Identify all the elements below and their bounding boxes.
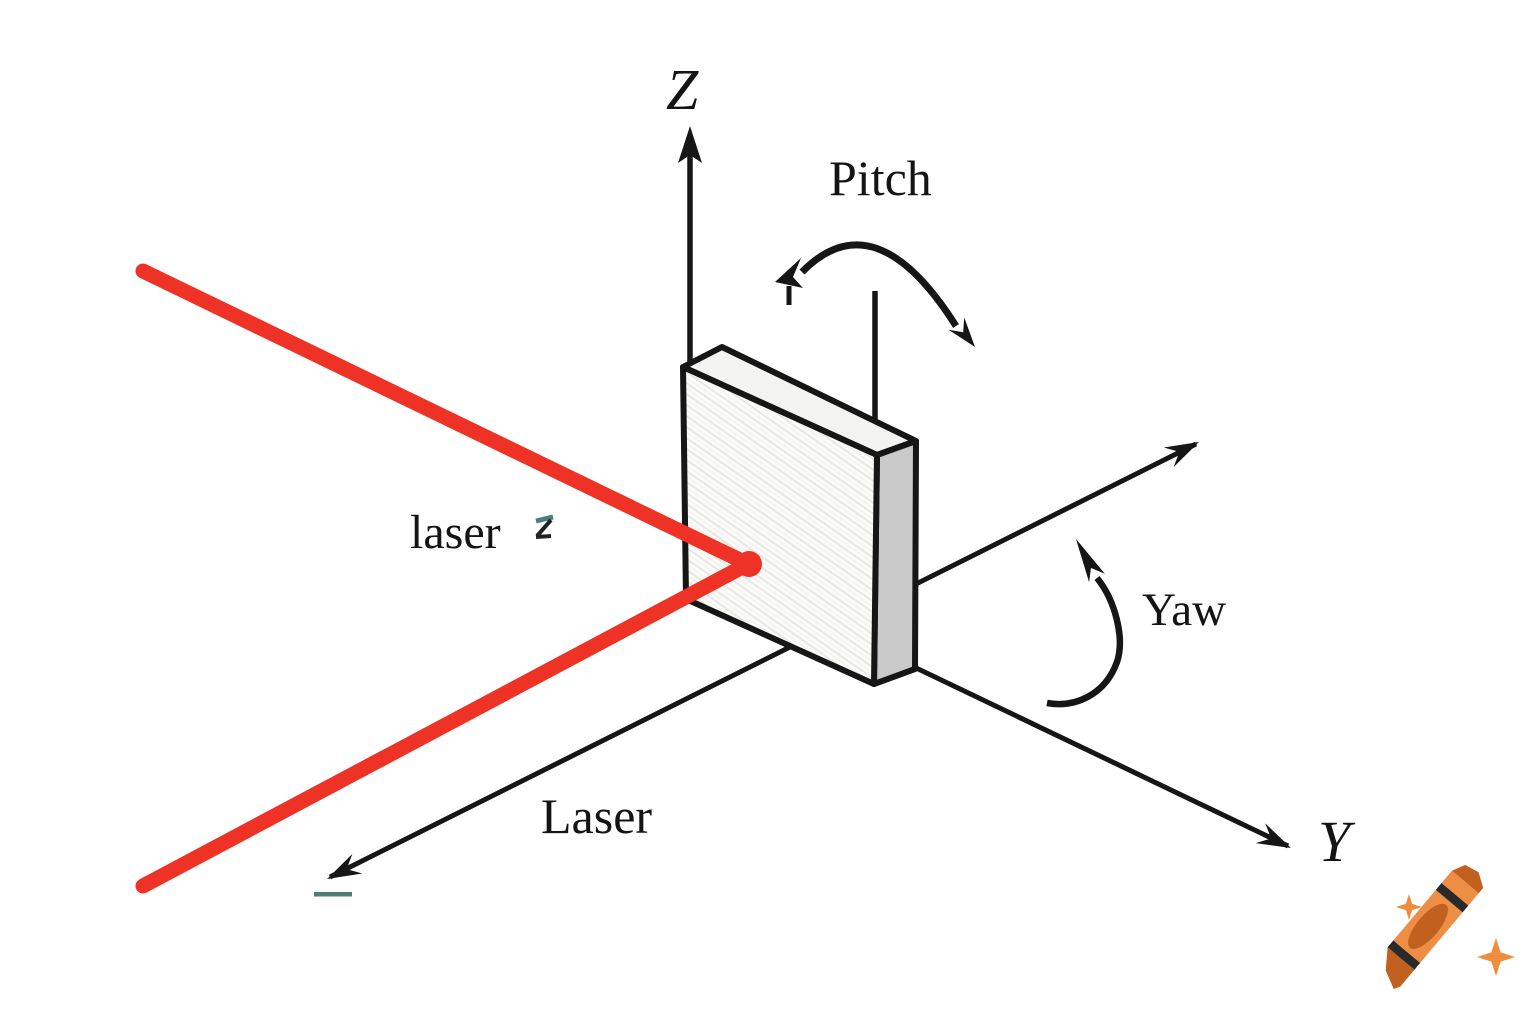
mirror	[680, 344, 919, 687]
laser-beam-reflected	[135, 556, 756, 894]
laser-beam-label: laser	[410, 506, 501, 559]
yaw-label: Yaw	[1142, 584, 1227, 636]
z-axis-label: Z	[666, 57, 699, 122]
y-axis-label: Y	[1318, 809, 1351, 874]
laser-axis	[327, 441, 1199, 880]
pitch-arrowhead-left	[775, 258, 803, 288]
z-axis-arrowhead	[678, 126, 702, 163]
laser-axis-label: Laser	[541, 788, 653, 844]
crayon-band-upper	[1435, 882, 1469, 913]
laser-superscript-mark	[535, 514, 554, 539]
laser-axis-arrowhead-upper	[1163, 442, 1199, 468]
pitch-label: Pitch	[829, 150, 932, 206]
laser-beam-incoming	[135, 263, 756, 572]
sparkle-icon	[1396, 894, 1422, 920]
sparkle-icon	[1477, 938, 1515, 976]
laser-beam	[135, 263, 762, 894]
crayon-tip	[1385, 947, 1415, 989]
beam-spot	[736, 551, 762, 577]
mirror-side-face	[871, 438, 919, 687]
z-axis	[678, 126, 702, 368]
crayon-end-cap	[1451, 864, 1484, 894]
pitch-arrowhead-right	[948, 317, 975, 347]
teal-underline-mark	[314, 892, 352, 897]
yaw-arrowhead	[1076, 539, 1105, 583]
crayon-band-lower	[1387, 940, 1421, 970]
mirror-front-face	[680, 364, 880, 687]
laser-axis-arrowhead-lower	[327, 853, 363, 879]
crayon-tail	[1441, 870, 1479, 906]
yaw-rotation-arrow	[1046, 539, 1123, 708]
crayon-label-ellipse	[1408, 903, 1448, 949]
crayon-icon	[1385, 864, 1515, 989]
pitch-rotation-arrow	[775, 241, 975, 347]
y-axis-arrowhead	[1255, 823, 1291, 848]
